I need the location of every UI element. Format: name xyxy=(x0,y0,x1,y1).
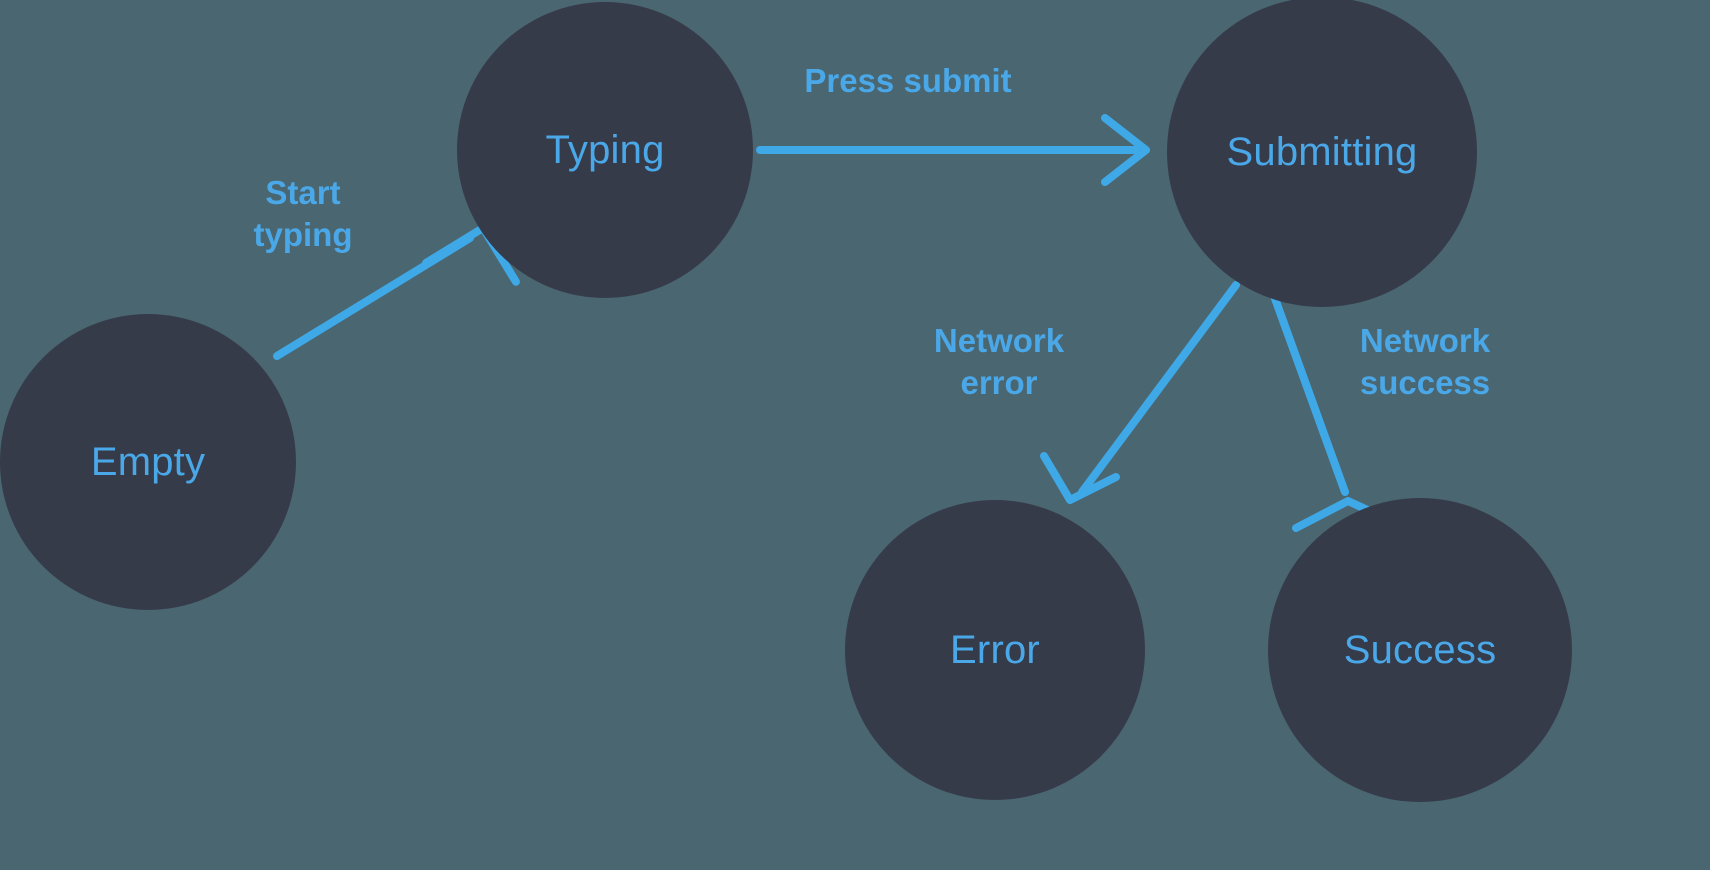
edge-network-error-line xyxy=(1078,281,1240,496)
state-node-error[interactable]: Error xyxy=(845,500,1145,800)
state-node-success[interactable]: Success xyxy=(1268,498,1572,802)
edge-network-success-line xyxy=(1269,289,1349,496)
edge-label-press-submit: Press submit xyxy=(804,62,1012,99)
state-label-typing: Typing xyxy=(545,128,665,172)
edge-label-start-typing: Start typing xyxy=(253,174,353,254)
state-node-empty[interactable]: Empty xyxy=(0,314,296,610)
edge-press-submit-arrowhead xyxy=(1101,114,1150,186)
state-label-submitting: Submitting xyxy=(1226,130,1418,174)
state-label-empty: Empty xyxy=(90,440,206,484)
edge-press-submit xyxy=(756,114,1150,186)
edge-label-network-error: Network error xyxy=(933,322,1065,402)
edge-network-error-arrowhead xyxy=(1040,452,1120,504)
state-label-success: Success xyxy=(1343,628,1497,672)
edge-label-network-success: Network success xyxy=(1359,322,1491,402)
state-label-error: Error xyxy=(950,628,1040,672)
edge-network-error xyxy=(1040,281,1240,504)
state-node-submitting[interactable]: Submitting xyxy=(1167,0,1477,307)
state-node-typing[interactable]: Typing xyxy=(457,2,753,298)
